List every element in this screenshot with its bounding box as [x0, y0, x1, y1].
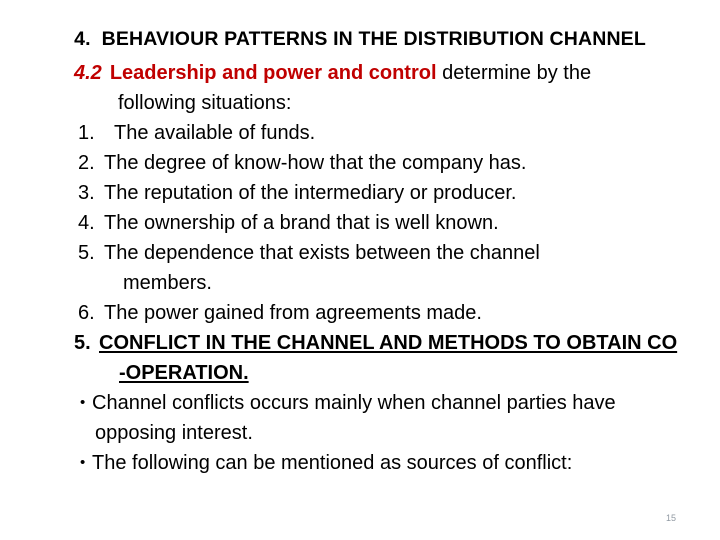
list-item-label: The following can be mentioned as source… [92, 452, 573, 474]
bullet-icon: • [80, 394, 86, 411]
section-heading-highlight: Leadership and power and control [109, 62, 437, 84]
section-heading: 4.2 Leadership and power and control dete… [0, 58, 720, 88]
list-item-label: The reputation of the intermediary or pr… [104, 182, 517, 204]
list-item: 2. The degree of know-how that the compa… [0, 148, 720, 178]
list-item-continuation: members. [123, 272, 212, 294]
bullet-icon: • [80, 454, 86, 471]
list-item-marker: 3. [78, 182, 95, 204]
list-item: • Channel conflicts occurs mainly when c… [0, 388, 720, 418]
list-item-marker: 1. [78, 122, 95, 144]
list-item: 3. The reputation of the intermediary or… [0, 178, 720, 208]
section-heading-line2: following situations: [118, 92, 292, 114]
list-item-label: Channel conflicts occurs mainly when cha… [92, 392, 616, 414]
slide-body: 4.2 Leadership and power and control dete… [0, 58, 720, 478]
list-item: 1. The available of funds. [0, 118, 720, 148]
list-item-label: The available of funds. [114, 122, 316, 144]
page-number: 15 [665, 513, 676, 523]
list-item: 6. The power gained from agreements made… [0, 298, 720, 328]
conflict-heading-text: CONFLICT IN THE CHANNEL AND METHODS TO O… [99, 332, 678, 354]
list-item-label: The degree of know-how that the company … [104, 152, 527, 174]
list-item: 5. The dependence that exists between th… [0, 238, 720, 268]
list-item-marker: 5. [78, 242, 95, 264]
list-item-marker: 6. [78, 302, 95, 324]
section-number: 4.2 [74, 62, 102, 84]
conflict-heading: 5. CONFLICT IN THE CHANNEL AND METHODS T… [0, 328, 720, 358]
conflict-heading-line2-text: -OPERATION. [119, 362, 249, 384]
page-title-text: BEHAVIOUR PATTERNS IN THE DISTRIBUTION C… [101, 28, 646, 50]
conflict-heading-line2: -OPERATION. [0, 358, 720, 388]
list-item-label: The dependence that exists between the c… [104, 242, 540, 264]
conflict-heading-marker: 5. [74, 332, 91, 354]
list-item-label: The power gained from agreements made. [104, 302, 482, 324]
list-item-marker: 4. [78, 212, 95, 234]
page-title: 4. BEHAVIOUR PATTERNS IN THE DISTRIBUTION… [0, 28, 720, 51]
page-title-number: 4. [74, 28, 91, 50]
list-item-label: The ownership of a brand that is well kn… [104, 212, 499, 234]
list-item: • The following can be mentioned as sour… [0, 448, 720, 478]
list-item: 4. The ownership of a brand that is well… [0, 208, 720, 238]
section-heading-rest-text: determine by the [442, 62, 592, 84]
list-item-continuation: opposing interest. [95, 422, 253, 444]
list-item-marker: 2. [78, 152, 95, 174]
